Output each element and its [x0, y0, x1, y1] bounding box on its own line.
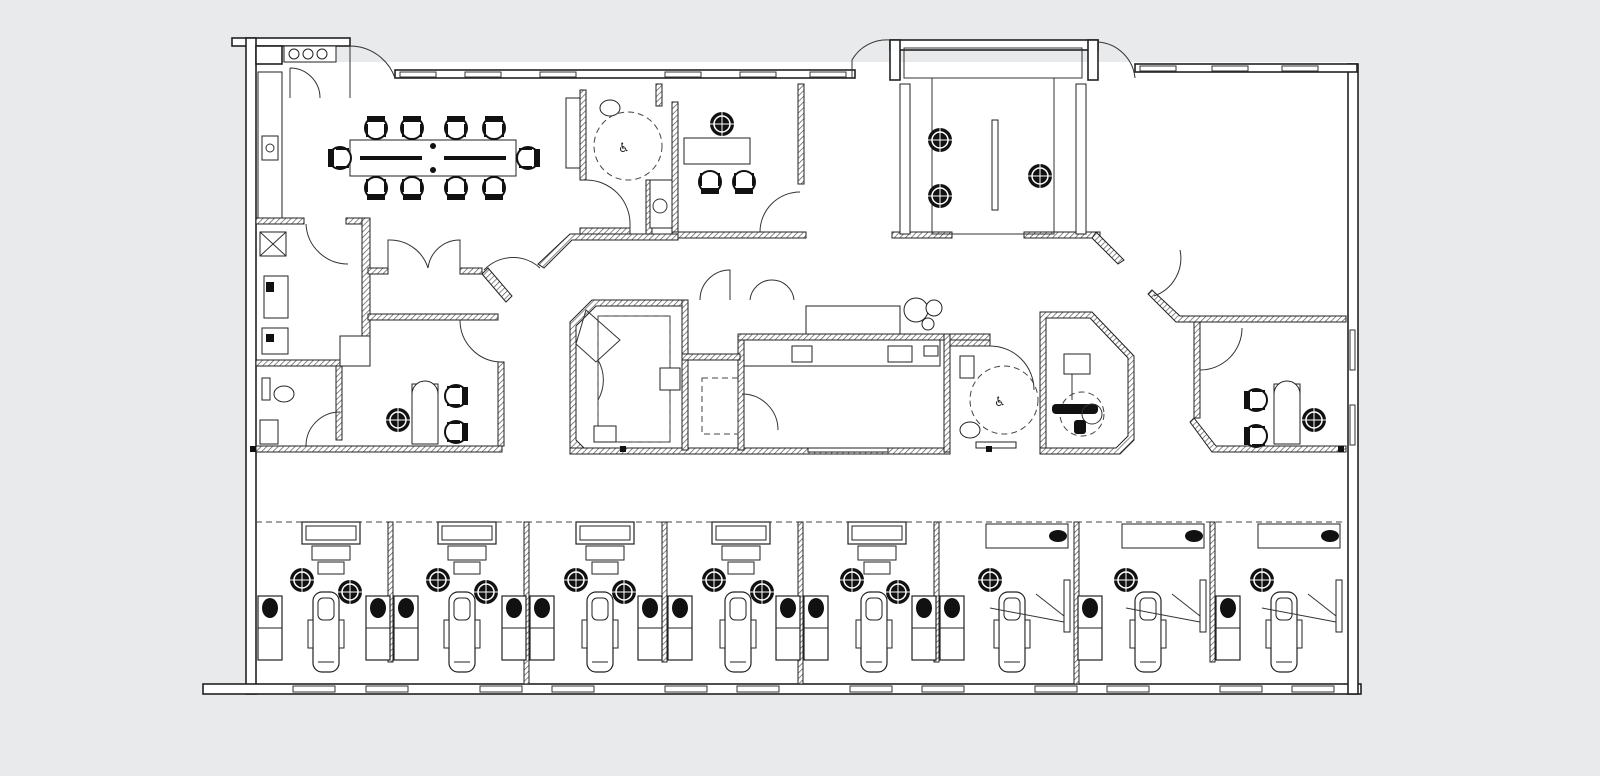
utility-door: [305, 223, 349, 265]
restroom-lower-left: [259, 377, 295, 445]
top-windows: [399, 65, 1319, 78]
column-4: [1338, 446, 1344, 452]
accessible-symbol-center: ♿: [994, 395, 1006, 410]
kitchen-door: [349, 45, 396, 98]
column-2: [620, 446, 626, 452]
right-window-2: [1349, 404, 1356, 446]
conference-chair-2: [400, 115, 424, 140]
corridor-door-right: [1153, 249, 1182, 297]
lab-stool-1: [927, 127, 953, 153]
conference-table: [327, 115, 541, 201]
utility-room: [259, 231, 371, 367]
restroom-door-left: [305, 411, 341, 447]
storage-double-door: [749, 279, 795, 301]
lab-stool-2: [927, 183, 953, 209]
column-1: [250, 446, 256, 452]
lab-room: [899, 47, 1087, 235]
accessible-symbol-upper: ♿: [618, 141, 630, 156]
consult-stool-left: [385, 407, 411, 433]
office-door-left: [459, 319, 501, 363]
operatory-8: [1249, 523, 1343, 673]
sterilization-door: [597, 359, 604, 401]
office-lower-left: [385, 380, 469, 445]
consult-stool-right: [1301, 407, 1327, 433]
sterilization-room: [569, 297, 991, 455]
xray-door: [741, 393, 779, 431]
office-door-upper: [759, 191, 801, 233]
column-3: [986, 446, 992, 452]
restroom-door-upper: [585, 179, 631, 232]
interior-walls: [255, 83, 1347, 453]
right-window-1: [1349, 329, 1356, 371]
storage-door-1: [699, 269, 731, 301]
restroom-door-center: [989, 345, 1035, 391]
xray-room: [1039, 311, 1135, 455]
restroom-center: ♿: [949, 339, 1039, 449]
lab-door-right: [1097, 41, 1136, 79]
conference-chair-3: [444, 115, 468, 140]
operatory-6: [939, 523, 1103, 673]
operatory-7: [1113, 523, 1241, 673]
restroom-upper: ♿: [565, 97, 673, 229]
outer-walls: [202, 37, 1362, 695]
lab-stool-3: [1027, 163, 1053, 189]
office-stool: [709, 111, 735, 137]
consult-room-right: [1243, 380, 1327, 448]
pantry-door: [289, 67, 321, 99]
consult-door-right: [1199, 327, 1243, 371]
double-door-storage: [387, 239, 461, 269]
corridor-door-left: [483, 257, 541, 271]
staff-kitchen: [255, 45, 337, 221]
office-upper: [683, 111, 756, 195]
lab-door-left: [851, 39, 891, 78]
conference-chair-1: [364, 115, 388, 140]
conference-chair-4: [482, 115, 506, 140]
bottom-windows: [292, 685, 1335, 693]
